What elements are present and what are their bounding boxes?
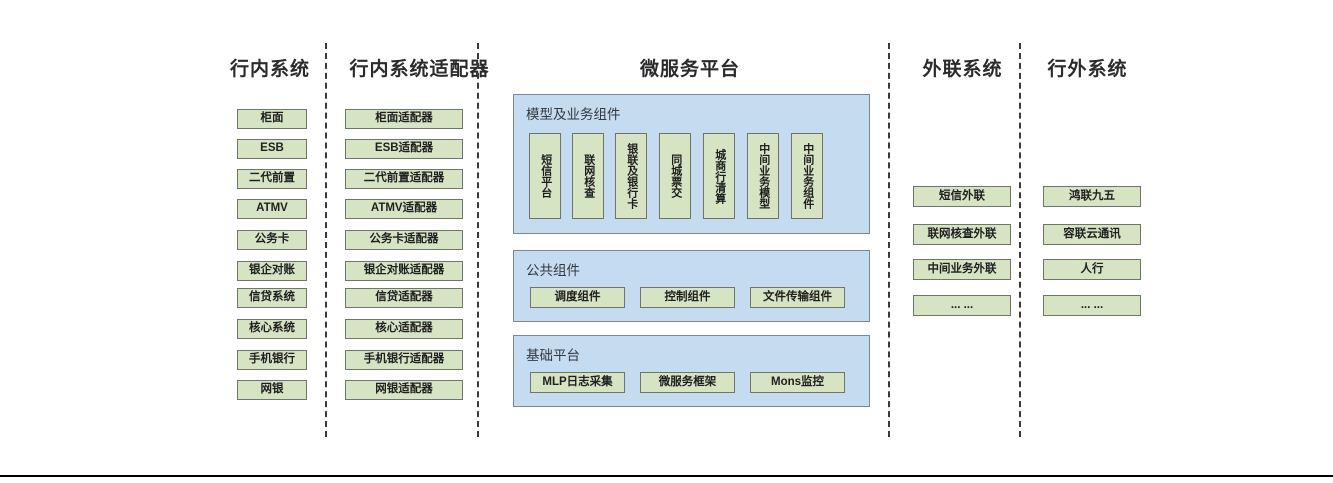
divider-external-outside (1019, 43, 1021, 437)
node-internal-8[interactable]: 手机银行 (237, 350, 307, 370)
column-title-internal: 行内系统 (229, 59, 310, 80)
node-platform-public-2[interactable]: 文件传输组件 (750, 287, 845, 308)
node-platform-model-4[interactable]: 城商行清算 (703, 133, 735, 219)
node-internal-1[interactable]: ESB (237, 139, 307, 159)
node-platform-model-6[interactable]: 中间业务组件 (791, 133, 823, 219)
node-platform-public-0[interactable]: 调度组件 (530, 287, 625, 308)
node-adapter-5[interactable]: 银企对账适配器 (345, 261, 463, 281)
node-adapter-3[interactable]: ATMV适配器 (345, 199, 463, 219)
node-internal-4[interactable]: 公务卡 (237, 230, 307, 250)
panel-label-base-platform: 基础平台 (526, 348, 580, 363)
node-platform-model-5[interactable]: 中间业务模型 (747, 133, 779, 219)
node-internal-3[interactable]: ATMV (237, 199, 307, 219)
node-internal-9[interactable]: 网银 (237, 380, 307, 400)
node-outside-1[interactable]: 容联云通讯 (1043, 224, 1141, 245)
node-adapter-6[interactable]: 信贷适配器 (345, 288, 463, 308)
node-adapter-0[interactable]: 柜面适配器 (345, 109, 463, 129)
node-external-link-3[interactable]: ... ... (913, 295, 1011, 316)
panel-label-public-components: 公共组件 (526, 263, 580, 278)
node-adapter-4[interactable]: 公务卡适配器 (345, 230, 463, 250)
column-title-adapter: 行内系统适配器 (349, 59, 490, 80)
node-platform-base-0[interactable]: MLP日志采集 (530, 372, 625, 393)
node-internal-2[interactable]: 二代前置 (237, 169, 307, 189)
node-outside-0[interactable]: 鸿联九五 (1043, 186, 1141, 207)
panel-public-components: 公共组件 (513, 250, 870, 322)
node-platform-model-1[interactable]: 联网核查 (572, 133, 604, 219)
panel-label-model-business-components: 模型及业务组件 (526, 107, 621, 122)
node-external-link-1[interactable]: 联网核查外联 (913, 224, 1011, 245)
node-platform-base-1[interactable]: 微服务框架 (640, 372, 735, 393)
node-internal-0[interactable]: 柜面 (237, 109, 307, 129)
panel-base-platform: 基础平台 (513, 335, 870, 407)
node-adapter-8[interactable]: 手机银行适配器 (345, 350, 463, 370)
node-platform-public-1[interactable]: 控制组件 (640, 287, 735, 308)
divider-internal-adapter (325, 43, 327, 437)
node-internal-7[interactable]: 核心系统 (237, 319, 307, 339)
column-title-external-link: 外联系统 (922, 59, 1003, 80)
node-external-link-0[interactable]: 短信外联 (913, 186, 1011, 207)
node-outside-2[interactable]: 人行 (1043, 259, 1141, 280)
node-adapter-9[interactable]: 网银适配器 (345, 380, 463, 400)
node-adapter-2[interactable]: 二代前置适配器 (345, 169, 463, 189)
node-platform-model-3[interactable]: 同城票交 (659, 133, 691, 219)
column-title-outside: 行外系统 (1047, 59, 1128, 80)
node-platform-base-2[interactable]: Mons监控 (750, 372, 845, 393)
node-platform-model-0[interactable]: 短信平台 (529, 133, 561, 219)
node-platform-model-2[interactable]: 银联及银行卡 (615, 133, 647, 219)
bottom-divider (0, 475, 1333, 477)
divider-platform-external (888, 43, 890, 437)
column-title-platform: 微服务平台 (639, 59, 740, 80)
node-adapter-7[interactable]: 核心适配器 (345, 319, 463, 339)
node-internal-6[interactable]: 信贷系统 (237, 288, 307, 308)
node-internal-5[interactable]: 银企对账 (237, 261, 307, 281)
node-adapter-1[interactable]: ESB适配器 (345, 139, 463, 159)
node-outside-3[interactable]: ... ... (1043, 295, 1141, 316)
divider-adapter-platform (477, 43, 479, 437)
node-external-link-2[interactable]: 中间业务外联 (913, 259, 1011, 280)
